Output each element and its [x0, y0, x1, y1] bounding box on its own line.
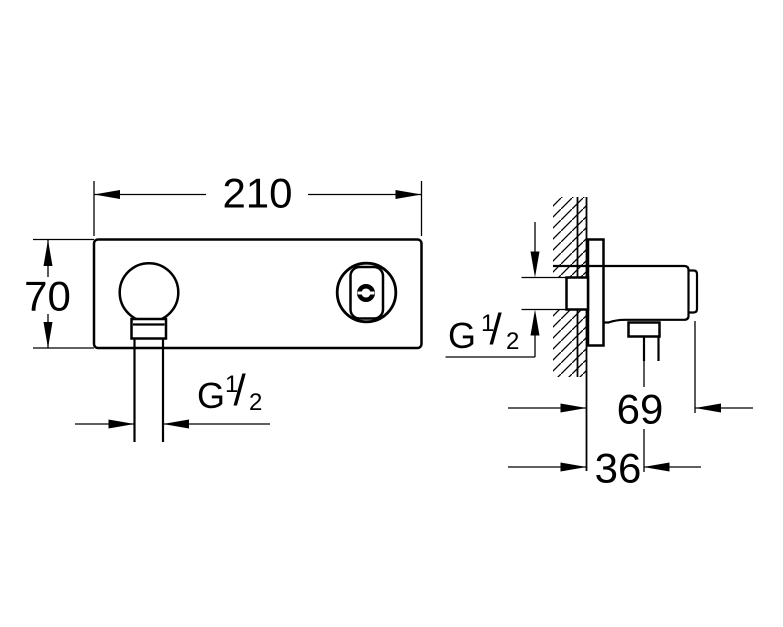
arrowhead-up: [530, 309, 540, 336]
fitting-body-side: [553, 264, 690, 324]
dim-depth-label: 69: [617, 386, 664, 433]
thread-label-slash: /: [490, 305, 503, 354]
dimension-height-70: 70: [24, 238, 94, 349]
thread-label-num: 1: [481, 310, 494, 337]
front-view: 210 70 G 1 / 2: [24, 170, 423, 442]
arrowhead-right: [560, 403, 587, 413]
dim-offset-label: 36: [595, 445, 642, 492]
hose-outlet-nut: [627, 321, 661, 338]
wall-hatch-lower: [553, 309, 587, 377]
wall-hatch-upper: [553, 197, 587, 278]
thread-label-g: G: [448, 315, 476, 356]
arrowhead-up: [43, 240, 53, 266]
dim-width-label: 210: [222, 170, 292, 217]
end-cap-side: [688, 269, 699, 314]
dimension-depth-69: 69: [508, 321, 753, 472]
dimension-thread-front: G 1 / 2: [75, 366, 270, 429]
handle-cap-outline: [335, 261, 398, 324]
dimension-width-210: 210: [93, 170, 423, 236]
thread-label-den: 2: [249, 389, 262, 416]
thread-nipple: [565, 276, 590, 311]
side-view: G 1 / 2 69 36: [445, 197, 753, 492]
thread-label-den: 2: [506, 328, 519, 355]
arrowhead-right: [108, 419, 135, 429]
arrowhead-left: [94, 190, 120, 199]
arrowhead-right: [395, 190, 422, 199]
arrowhead-left: [163, 419, 189, 429]
outlet-nut-front: [130, 317, 168, 340]
arrowhead-down: [530, 251, 540, 278]
thread-label-num: 1: [225, 371, 238, 398]
label-backing: [25, 277, 70, 314]
arrowhead-left: [695, 403, 721, 413]
arrowhead-left: [643, 462, 670, 472]
wall-flange: [586, 238, 605, 347]
dimension-thread-side: G 1 / 2: [445, 222, 567, 358]
fitting-body-front: [92, 238, 423, 350]
dim-height-label: 70: [24, 273, 71, 320]
dimension-offset-36: 36: [508, 445, 701, 492]
thread-label-slash: /: [234, 366, 247, 415]
arrowhead-down: [43, 322, 53, 348]
handle-cap-face: [349, 265, 385, 320]
thread-label-g: G: [197, 375, 225, 416]
arrowhead-right: [560, 462, 587, 472]
